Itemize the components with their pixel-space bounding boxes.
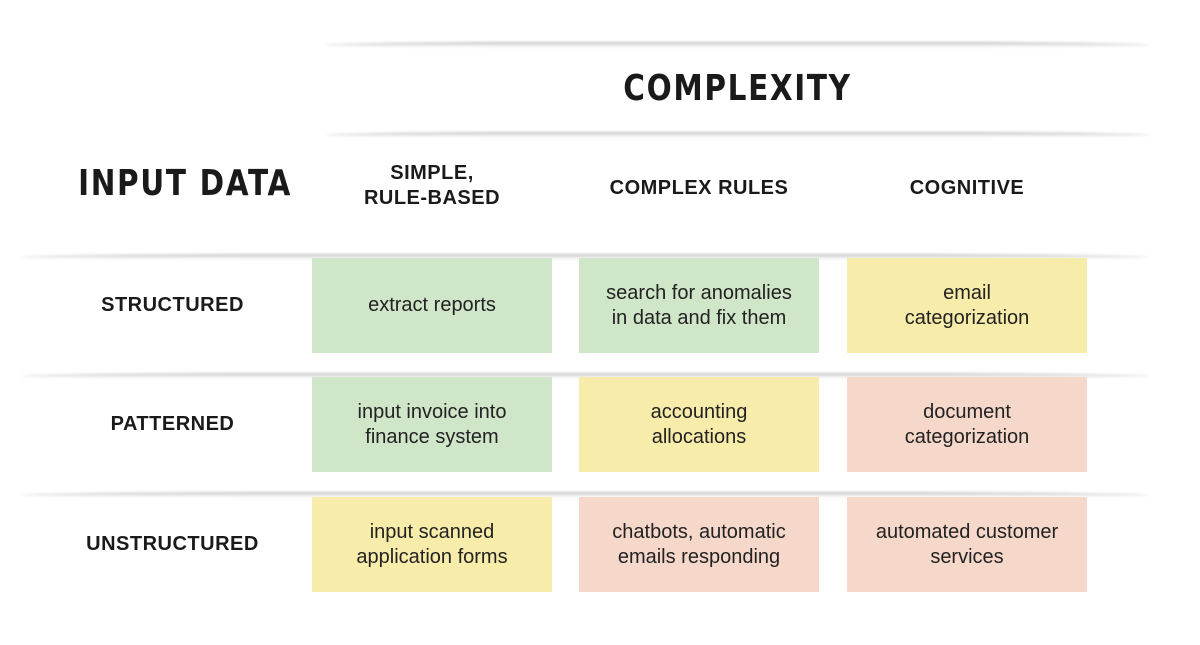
row-header-unstructured: UNSTRUCTURED <box>86 533 259 555</box>
matrix-cell-text: document categorization <box>904 400 1030 448</box>
matrix-cell: input invoice into finance system <box>312 377 552 472</box>
header-bottom-divider <box>325 132 1150 138</box>
row-divider-unstructured <box>20 492 1150 498</box>
row-divider-patterned <box>20 373 1150 379</box>
column-header-cognitive-label: COGNITIVE <box>909 176 1025 199</box>
matrix-cell: chatbots, automatic emails responding <box>579 497 819 592</box>
matrix-cell: automated customer services <box>847 497 1087 592</box>
input-data-axis-title: INPUT DATA <box>78 163 292 204</box>
matrix-cell-text: accounting allocations <box>650 400 748 448</box>
matrix-cell-text: input invoice into finance system <box>357 400 507 448</box>
row-divider-structured <box>20 254 1150 260</box>
matrix-cell-text: input scanned application forms <box>356 520 508 568</box>
matrix-cell: accounting allocations <box>579 377 819 472</box>
matrix-cell: document categorization <box>847 377 1087 472</box>
column-header-simple: SIMPLE, RULE-BASED <box>312 161 552 221</box>
row-header-patterned: PATTERNED <box>110 413 235 435</box>
matrix-cell-text: automated customer services <box>875 520 1059 568</box>
matrix-cell-text: extract reports <box>368 294 496 316</box>
matrix-cell: email categorization <box>847 258 1087 353</box>
matrix-cell: search for anomalies in data and fix the… <box>579 258 819 353</box>
column-header-simple-label: SIMPLE, RULE-BASED <box>363 162 501 209</box>
matrix-cell-text: email categorization <box>904 281 1030 329</box>
matrix-cell-text: search for anomalies in data and fix the… <box>606 281 792 329</box>
header-top-divider <box>325 42 1150 48</box>
complexity-axis-title: COMPLEXITY <box>623 68 852 109</box>
row-header-structured: STRUCTURED <box>101 294 244 316</box>
matrix-cell: extract reports <box>312 258 552 353</box>
column-header-cognitive: COGNITIVE <box>847 158 1087 218</box>
matrix-cell-text: chatbots, automatic emails responding <box>612 520 786 568</box>
matrix-cell: input scanned application forms <box>312 497 552 592</box>
column-header-complex-rules: COMPLEX RULES <box>579 158 819 218</box>
column-header-complex-rules-label: COMPLEX RULES <box>609 176 789 199</box>
